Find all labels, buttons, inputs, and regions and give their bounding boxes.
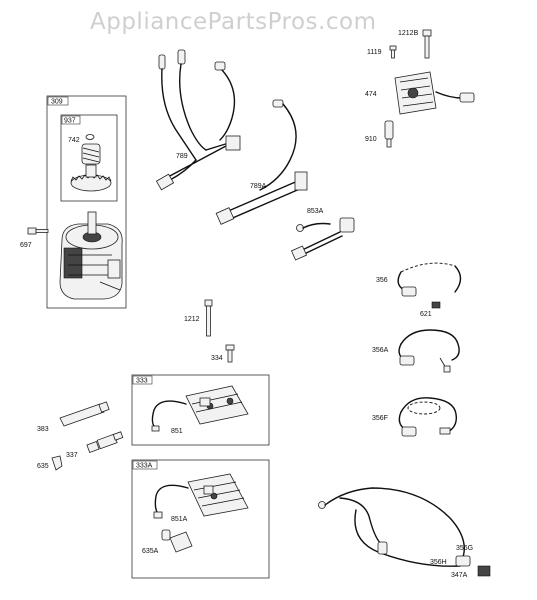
label-937[interactable]: 937 [64,118,76,125]
label-334[interactable]: 334 [211,355,223,362]
wire-harness-789A [215,99,308,225]
label-474[interactable]: 474 [365,91,377,98]
label-356A[interactable]: 356A [372,347,389,354]
label-697[interactable]: 697 [20,242,32,249]
label-635A[interactable]: 635A [142,548,159,555]
label-910[interactable]: 910 [365,136,377,143]
clip-621 [431,301,441,309]
label-356H[interactable]: 356H [430,559,447,566]
screw-334 [225,344,235,363]
wire-356A [398,329,460,373]
rectifier-474 [394,71,475,115]
stud-1212 [204,299,213,337]
label-1212B[interactable]: 1212B [398,30,419,37]
label-347A[interactable]: 347A [451,572,468,579]
wire-harness-789 [155,49,241,191]
label-853A[interactable]: 853A [307,208,324,215]
label-383[interactable]: 383 [37,426,49,433]
armature-333 [185,385,249,425]
watermark: AppliancePartsPros.com [90,9,376,35]
wire-356 [397,262,462,297]
label-1212[interactable]: 1212 [184,316,200,323]
starter-pinion-drive [70,143,112,192]
armature-333A [187,473,249,517]
label-356F[interactable]: 356F [372,415,388,422]
label-621[interactable]: 621 [420,311,432,318]
group-box-333A [131,459,270,579]
label-851[interactable]: 851 [171,428,183,435]
label-635[interactable]: 635 [37,463,49,470]
connector-347A [477,565,491,577]
group-box-309 [46,95,127,309]
starter-motor [59,211,123,300]
wire-356F [398,397,458,437]
label-333[interactable]: 333 [136,378,148,385]
terminal-910 [384,120,394,148]
group-box-333 [131,374,270,446]
label-789A[interactable]: 789A [250,183,267,190]
bolt-697 [27,227,49,235]
spark-plug-boot-635A [161,529,193,553]
label-356G[interactable]: 356G [456,545,473,552]
wire-harness-356G [318,487,471,567]
group-box-937 [60,114,118,202]
label-333A[interactable]: 333A [136,463,153,470]
clip-ring-742 [85,134,95,140]
spark-plug-boot-383 [59,401,110,427]
clip-635 [51,455,63,471]
label-356[interactable]: 356 [376,277,388,284]
label-789[interactable]: 789 [176,153,188,160]
stud-1212B [422,29,432,59]
screw-1119 [389,45,397,59]
label-742[interactable]: 742 [68,137,80,144]
label-337[interactable]: 337 [66,452,78,459]
label-851A[interactable]: 851A [171,516,188,523]
ground-wire-851 [151,400,187,432]
ground-wire-853A [290,217,355,261]
spark-plug-337 [86,431,124,453]
label-309[interactable]: 309 [51,99,63,106]
ground-wire-851A [153,484,189,519]
label-1119[interactable]: 1119 [367,49,382,56]
